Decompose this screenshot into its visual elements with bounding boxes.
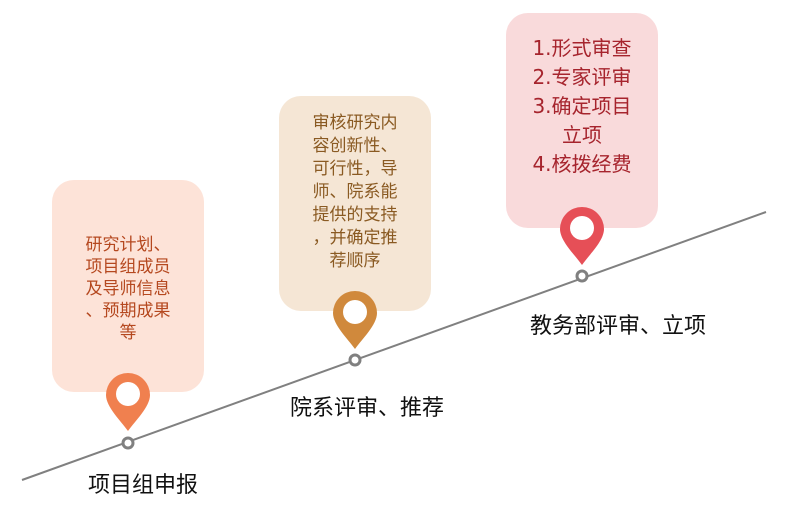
stage-2-detail-box: 审核研究内 容创新性、 可行性，导 师、院系能 提供的支持 ，并确定推 荐顺序 [279,96,431,311]
map-pin-icon [333,291,377,349]
map-pin-icon [560,207,604,265]
stage-3-detail-text: 1.形式审查 2.专家评审 3.确定项目 立项 4.核拨经费 [532,36,632,176]
timeline-node-3 [575,269,589,283]
stage-1-detail-text: 研究计划、 项目组成员 及导师信息 、预期成果 等 [85,235,171,343]
stage-3-detail-box: 1.形式审查 2.专家评审 3.确定项目 立项 4.核拨经费 [506,13,658,228]
stage-1-detail-box: 研究计划、 项目组成员 及导师信息 、预期成果 等 [52,180,204,392]
map-pin-icon [106,373,150,431]
stage-1-label: 项目组申报 [88,473,199,498]
stage-2-detail-text: 审核研究内 容创新性、 可行性，导 师、院系能 提供的支持 ，并确定推 荐顺序 [312,113,398,271]
stage-2-label: 院系评审、推荐 [290,396,445,421]
stage-3-label: 教务部评审、立项 [530,314,707,339]
timeline-node-2 [348,353,362,367]
timeline-node-1 [121,436,135,450]
timeline-line [21,211,767,481]
